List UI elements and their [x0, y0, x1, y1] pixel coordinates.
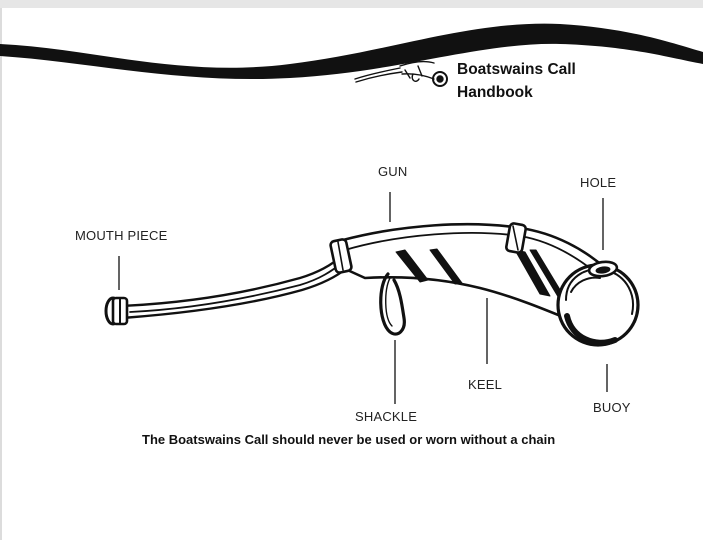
header-swoosh [0, 23, 703, 80]
whistle-icon [354, 60, 448, 87]
leader-lines [118, 192, 608, 404]
handbook-title: Boatswains Call Handbook [457, 58, 576, 104]
label-gun: GUN [378, 164, 408, 179]
boatswains-call-drawing [104, 222, 640, 347]
mouth-piece-end [104, 296, 129, 326]
label-hole: HOLE [580, 175, 617, 190]
diagram-caption: The Boatswains Call should never be used… [142, 432, 556, 447]
gun-ring-left [329, 238, 353, 274]
page-edge [0, 8, 2, 540]
title-line-1: Boatswains Call [457, 61, 576, 78]
title-line-2: Handbook [457, 84, 533, 101]
label-buoy: BUOY [593, 400, 631, 415]
buoy [556, 263, 640, 347]
label-keel: KEEL [468, 377, 503, 392]
label-shackle: SHACKLE [355, 409, 418, 424]
viewer-top-bar [0, 0, 703, 8]
shackle [379, 272, 406, 336]
gun-tube [118, 253, 349, 320]
label-mouth-piece: MOUTH PIECE [75, 228, 168, 243]
gun-ring-right [505, 222, 527, 254]
